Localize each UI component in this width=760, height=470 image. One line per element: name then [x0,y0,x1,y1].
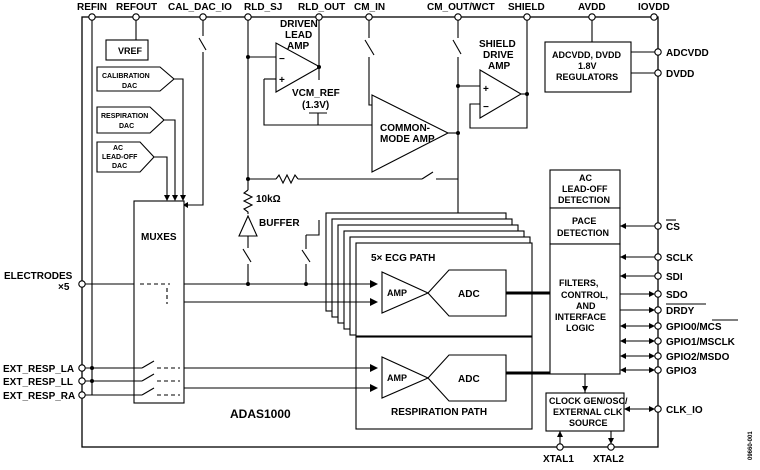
ext-resp-la-label: EXT_RESP_LA [3,364,74,375]
pin-label-shield: SHIELD [508,2,545,13]
common-mode-amp-label-2: MODE AMP [380,134,435,145]
shield-drive-amp [479,69,523,119]
ac-leadoff-detection-label-2: LEAD-OFF [562,184,608,194]
pace-detection-block [549,207,621,245]
pin-label-xtal1: XTAL1 [543,454,574,465]
pin-label-gpio2: GPIO2/MSDO [666,352,730,363]
ecg-adc-label: ADC [458,289,480,300]
clock-gen-label-2: EXTERNAL CLK [553,407,623,417]
ecg-amp-label: AMP [387,288,407,298]
respiration-path-label: RESPIRATION PATH [391,407,487,418]
pin-label-refout: REFOUT [116,2,157,13]
pin-label-sclk: SCLK [666,253,694,264]
pin-label-gpio3: GPIO3 [666,366,697,377]
ecg-amp [381,271,430,314]
regulators-block [544,41,632,93]
vref-label: VREF [118,46,143,56]
electrodes-label-1: ELECTRODES [4,271,73,282]
calibration-dac-label-2: DAC [122,83,137,90]
shield-drive-amp-label-2: DRIVE [483,50,514,61]
pin-label-gpio0: GPIO0/MCS [666,322,722,333]
driven-lead-amp-label-2: LEAD [285,30,312,41]
resp-amp-label: AMP [387,373,407,383]
ac-leadoff-dac-label-1: AC [113,145,123,152]
figure-id-label: 09660-001 [748,431,754,460]
top-pins: REFIN REFOUT CAL_DAC_IO RLD_SJ RLD_OUT C… [77,2,670,21]
regulators-label-2: 1.8V [578,61,597,71]
regulators-label-3: REGULATORS [556,72,618,82]
resp-adc-label: ADC [458,374,480,385]
filters-label-1: FILTERS, [559,278,598,288]
vcm-ref-label-2: (1.3V) [302,100,329,111]
ac-leadoff-dac-block [96,141,155,173]
svg-text:+: + [279,75,285,86]
vref-block [105,39,149,61]
pin-label-dvdd: DVDD [666,69,694,80]
pace-detection-label-2: DETECTION [557,228,609,238]
filters-label-3: AND [576,301,596,311]
common-mode-amp [371,94,450,173]
ac-leadoff-detection-label-3: DETECTION [558,195,610,205]
resp-adc [427,354,507,402]
pin-label-adcvdd: ADCVDD [666,48,709,59]
respiration-dac-label-2: DAC [119,123,134,130]
buffer-label: BUFFER [259,218,300,229]
ac-leadoff-detection-label-1: AC [579,173,592,183]
pin-label-avdd: AVDD [578,2,606,13]
svg-text:−: − [279,54,285,65]
ac-leadoff-dac-label-2: LEAD-OFF [102,154,138,161]
driven-lead-amp [275,42,322,93]
pin-label-sdi: SDI [666,272,683,283]
pin-label-cm-in: CM_IN [354,2,385,13]
muxes-block [133,200,185,404]
pin-label-gpio1: GPIO1/MSCLK [666,337,736,348]
pin-label-refin: REFIN [77,2,107,13]
pin-label-rld-out: RLD_OUT [298,2,345,13]
chip-name-label: ADAS1000 [230,407,291,421]
buffer-block [238,214,258,237]
common-mode-amp-label-1: COMMON- [380,123,430,134]
ext-resp-ll-label: EXT_RESP_LL [3,377,73,388]
electrodes-label-2: ×5 [58,282,70,293]
respiration-dac-label-1: RESPIRATION [101,113,148,120]
svg-text:−: − [483,102,489,113]
muxes-label: MUXES [141,232,177,243]
clock-gen-label-1: CLOCK GEN/OSC/ [549,396,628,406]
pin-label-cal-dac-io: CAL_DAC_IO [168,2,232,13]
svg-text:+: + [483,84,489,95]
ext-resp-ra-label: EXT_RESP_RA [3,391,75,402]
filters-label-4: INTERFACE [555,312,606,322]
calibration-dac-label-1: CALIBRATION [102,73,150,80]
respiration-dac-block [96,106,165,134]
shield-drive-amp-label-1: SHIELD [479,39,516,50]
pin-label-xtal2: XTAL2 [593,454,624,465]
ac-leadoff-dac-label-3: DAC [112,163,127,170]
resistor-10k-label: 10kΩ [256,194,281,205]
pin-label-sdo: SDO [666,290,688,301]
filters-label-5: LOGIC [566,323,595,333]
ecg-path-label: 5× ECG PATH [371,253,435,264]
vcm-ref-label-1: VCM_REF [292,88,340,99]
filters-label-2: CONTROL, [561,290,608,300]
pin-label-clk-io: CLK_IO [666,405,703,416]
pin-label-drdy: DRDY [666,306,695,317]
driven-lead-amp-label-3: AMP [287,41,310,52]
clock-gen-block [545,392,625,432]
pace-detection-label-1: PACE [572,216,596,226]
pin-label-iovdd: IOVDD [638,2,670,13]
pin-label-cs: CS [666,222,680,233]
calibration-dac-block [96,66,175,92]
pin-label-rld-sj: RLD_SJ [244,2,282,13]
driven-lead-amp-label-1: DRIVEN [280,19,318,30]
right-pins: CS SCLK SDI SDO DRDY GPIO0/MCS GPIO1/MSC… [620,219,738,416]
regulators-label-1: ADCVDD, DVDD [552,50,622,60]
clock-gen-label-3: SOURCE [569,418,608,428]
resp-amp [381,356,430,399]
pin-label-cm-out-wct: CM_OUT/WCT [427,2,495,13]
shield-drive-amp-label-3: AMP [488,61,511,72]
